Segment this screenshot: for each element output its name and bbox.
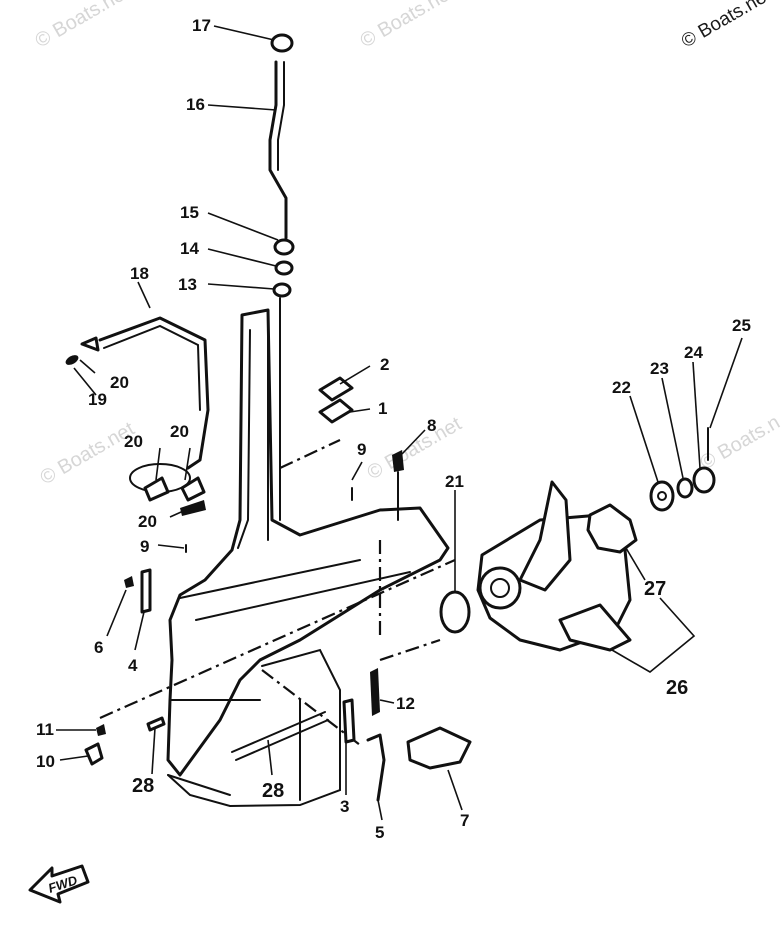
propeller-assembly — [439, 427, 716, 652]
casing-small-parts — [84, 376, 472, 802]
fwd-arrow-shape — [28, 864, 90, 904]
cavitation-plate-mark — [231, 711, 326, 753]
part-28-anode-left — [146, 716, 166, 732]
callout-3: 3 — [340, 797, 349, 816]
callout-28-left: 28 — [132, 775, 154, 797]
part-3-trim-tab-bolt — [342, 698, 356, 744]
callout-numbers: 17 16 15 14 13 18 20 19 2 1 8 9 20 20 20… — [36, 16, 751, 842]
callout-22: 22 — [612, 378, 631, 397]
part-1-gasket — [318, 398, 354, 424]
callout-12: 12 — [396, 694, 415, 713]
part-15-seal — [273, 238, 295, 256]
callout-20-right: 20 — [170, 422, 189, 441]
propeller-bore — [478, 566, 522, 610]
part-11-washer — [96, 724, 106, 736]
water-pipe-assembly — [65, 316, 210, 516]
part-14-washer — [274, 260, 294, 276]
callout-9-lower: 9 — [140, 537, 149, 556]
part-2-plate — [318, 376, 354, 402]
part-10-screw — [84, 742, 104, 766]
part-20-grommet-top — [80, 336, 100, 352]
lower-casing-body — [166, 308, 450, 777]
part-20-grommet-right — [180, 476, 206, 502]
callout-26: 26 — [666, 677, 688, 699]
fwd-arrow: FWD — [28, 864, 90, 904]
callout-15: 15 — [180, 203, 199, 222]
part-19-grommet — [65, 355, 79, 365]
watermark-top-left: © Boats.net — [32, 0, 134, 52]
callout-5: 5 — [375, 823, 384, 842]
shift-rod-assembly — [268, 33, 295, 521]
part-7-anode — [406, 726, 472, 770]
callout-28-center: 28 — [262, 780, 284, 802]
callout-20-top: 20 — [110, 373, 129, 392]
propeller-blade-lower — [558, 603, 632, 652]
part-6-plug — [124, 576, 134, 588]
callout-18: 18 — [130, 264, 149, 283]
callout-16: 16 — [186, 95, 205, 114]
part-20-grommet-lower — [180, 500, 206, 516]
part-24-nut — [692, 466, 716, 494]
watermark-mid-right: © Boats.n — [697, 411, 781, 474]
callout-20-left: 20 — [124, 432, 143, 451]
callout-17: 17 — [192, 16, 211, 35]
part-21-thrust-washer — [439, 590, 471, 634]
part-17-grommet — [270, 33, 294, 53]
part-22-washer — [649, 480, 675, 512]
callout-13: 13 — [178, 275, 197, 294]
callout-8: 8 — [427, 416, 436, 435]
anode-line — [261, 669, 361, 746]
gear-line — [379, 638, 441, 662]
water-inlet-centerline — [279, 439, 341, 469]
callout-10: 10 — [36, 752, 55, 771]
part-5-bolt — [366, 733, 386, 802]
callout-1: 1 — [378, 399, 387, 418]
part-23-washer — [676, 477, 694, 499]
watermark-corner: © Boats.net — [678, 0, 775, 52]
propeller-shaft-centerline — [99, 558, 456, 720]
callout-25: 25 — [732, 316, 751, 335]
part-4-screw — [140, 568, 152, 614]
part-12-bolt — [370, 668, 380, 716]
callout-2: 2 — [380, 355, 389, 374]
watermark-mid-left: © Boats.net — [37, 418, 139, 490]
callout-9-upper: 9 — [357, 440, 366, 459]
lower-casing — [99, 308, 456, 808]
part-13-collar — [272, 282, 292, 298]
propeller-blade-upper — [518, 480, 572, 592]
part-20-grommet-left — [143, 476, 170, 502]
callout-7: 7 — [460, 811, 469, 830]
callout-20-lower: 20 — [138, 512, 157, 531]
callout-23: 23 — [650, 359, 669, 378]
callout-11: 11 — [36, 720, 54, 739]
callout-24: 24 — [684, 343, 703, 362]
callout-19: 19 — [88, 390, 107, 409]
callout-21: 21 — [445, 472, 464, 491]
watermarks: © Boats.net © Boats.net © Boats.net © Bo… — [32, 0, 781, 489]
part-18-water-pipe — [98, 316, 210, 470]
watermark-top-center: © Boats.net — [357, 0, 459, 52]
leader-lines — [56, 25, 743, 821]
callout-14: 14 — [180, 239, 199, 258]
callout-27: 27 — [644, 578, 666, 600]
part-27-spacer — [586, 503, 638, 554]
part-8-bolt — [392, 450, 404, 472]
callout-4: 4 — [128, 656, 138, 675]
callout-6: 6 — [94, 638, 103, 657]
